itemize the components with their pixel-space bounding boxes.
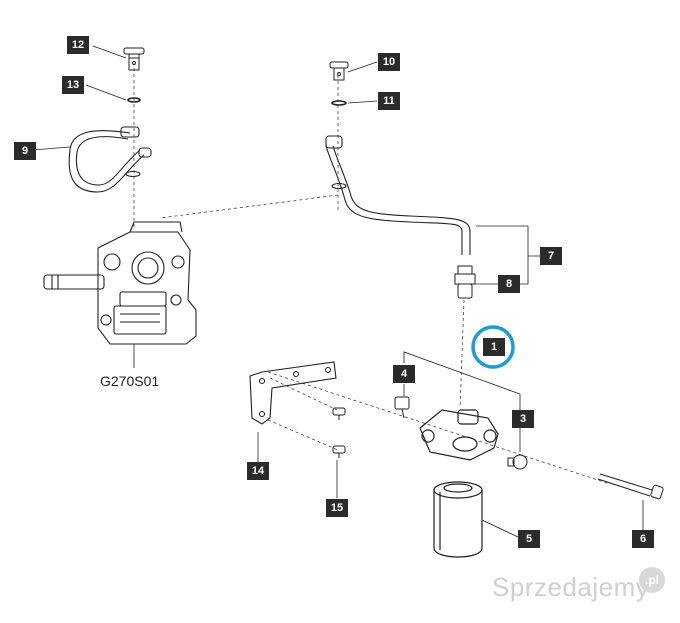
watermark-text: Sprzedajemy bbox=[492, 572, 650, 602]
fuel-pipe-9 bbox=[68, 126, 152, 193]
mounting-bracket-14 bbox=[249, 361, 337, 425]
bolt-4 bbox=[394, 396, 410, 419]
injection-pump bbox=[43, 221, 197, 345]
assembly-lines bbox=[133, 68, 611, 485]
fuel-pipe-7 bbox=[325, 135, 471, 255]
callout-part-13: 13 bbox=[62, 76, 84, 94]
banjo-bolt-10 bbox=[329, 61, 349, 81]
callout-part-5: 5 bbox=[518, 530, 540, 548]
leader-lines bbox=[31, 45, 644, 538]
washer-11 bbox=[331, 100, 347, 106]
filter-cartridge-5 bbox=[433, 481, 483, 558]
callout-part-8: 8 bbox=[498, 275, 520, 293]
callout-part-15: 15 bbox=[326, 499, 348, 517]
callout-part-9: 9 bbox=[14, 142, 36, 160]
watermark-badge: .pl bbox=[639, 567, 665, 593]
callout-part-1: 1 bbox=[483, 338, 505, 356]
callout-part-14: 14 bbox=[247, 462, 269, 480]
washer-13 bbox=[127, 97, 141, 103]
filter-head bbox=[419, 409, 499, 461]
callout-part-4: 4 bbox=[393, 365, 415, 383]
fitting-8 bbox=[454, 265, 476, 299]
callout-part-11: 11 bbox=[378, 92, 400, 110]
callout-part-7: 7 bbox=[540, 247, 562, 265]
bracket-bolts-15 bbox=[332, 407, 346, 458]
bleed-screw-3 bbox=[507, 454, 528, 470]
banjo-bolt-top-left bbox=[123, 47, 145, 71]
callout-part-10: 10 bbox=[378, 53, 400, 71]
long-bolt-6 bbox=[597, 473, 664, 500]
highlight-circle bbox=[471, 325, 515, 369]
assembly-label: G270S01 bbox=[100, 373, 160, 389]
callout-part-12: 12 bbox=[67, 36, 89, 54]
callout-part-6: 6 bbox=[632, 530, 654, 548]
callout-part-3: 3 bbox=[512, 410, 534, 428]
